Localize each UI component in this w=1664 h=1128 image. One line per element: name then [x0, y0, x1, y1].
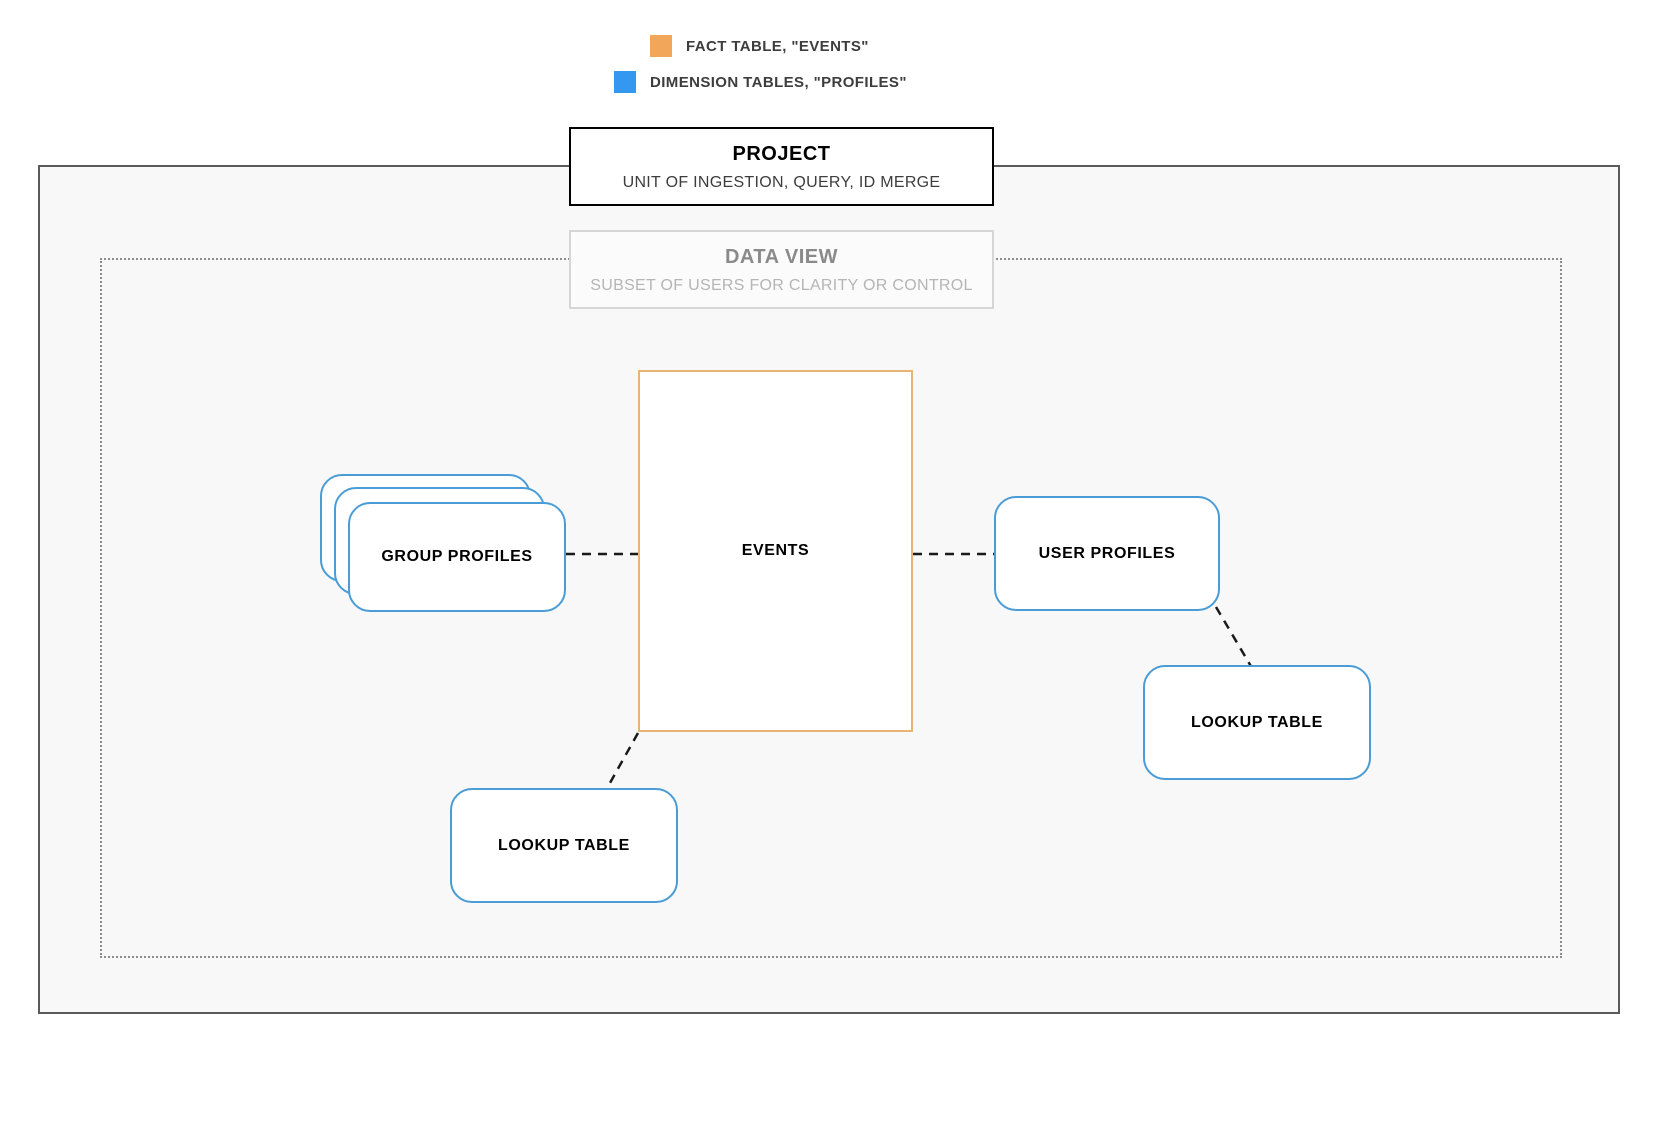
legend-item-fact-table: FACT TABLE, "EVENTS": [650, 35, 869, 57]
data-view-label-box: DATA VIEW SUBSET OF USERS FOR CLARITY OR…: [569, 230, 994, 309]
node-group-profiles-label: GROUP PROFILES: [381, 548, 533, 565]
legend-item-label: DIMENSION TABLES, "PROFILES": [650, 73, 907, 91]
node-user-profiles[interactable]: USER PROFILES: [994, 496, 1220, 611]
project-label-box: PROJECT UNIT OF INGESTION, QUERY, ID MER…: [569, 127, 994, 206]
node-group-profiles[interactable]: GROUP PROFILES: [320, 474, 570, 614]
node-lookup-table-left[interactable]: LOOKUP TABLE: [450, 788, 678, 903]
data-view-title: DATA VIEW: [724, 246, 838, 268]
node-lookup-table-left-label: LOOKUP TABLE: [498, 836, 630, 854]
legend-item-dimension-tables: DIMENSION TABLES, "PROFILES": [614, 71, 907, 93]
node-events[interactable]: EVENTS: [638, 370, 913, 732]
node-lookup-table-right-label: LOOKUP TABLE: [1191, 713, 1323, 731]
node-user-profiles-label: USER PROFILES: [1038, 544, 1176, 562]
node-events-label: EVENTS: [741, 542, 810, 559]
data-view-subtitle: SUBSET OF USERS FOR CLARITY OR CONTROL: [590, 277, 973, 294]
project-subtitle: UNIT OF INGESTION, QUERY, ID MERGE: [622, 174, 941, 191]
node-lookup-table-right[interactable]: LOOKUP TABLE: [1143, 665, 1371, 780]
legend-item-label: FACT TABLE, "EVENTS": [686, 37, 869, 55]
blue-square-swatch: [614, 71, 636, 93]
orange-square-swatch: [650, 35, 672, 57]
group-profiles-stack-card-front[interactable]: GROUP PROFILES: [348, 502, 566, 612]
project-title: PROJECT: [732, 143, 831, 165]
